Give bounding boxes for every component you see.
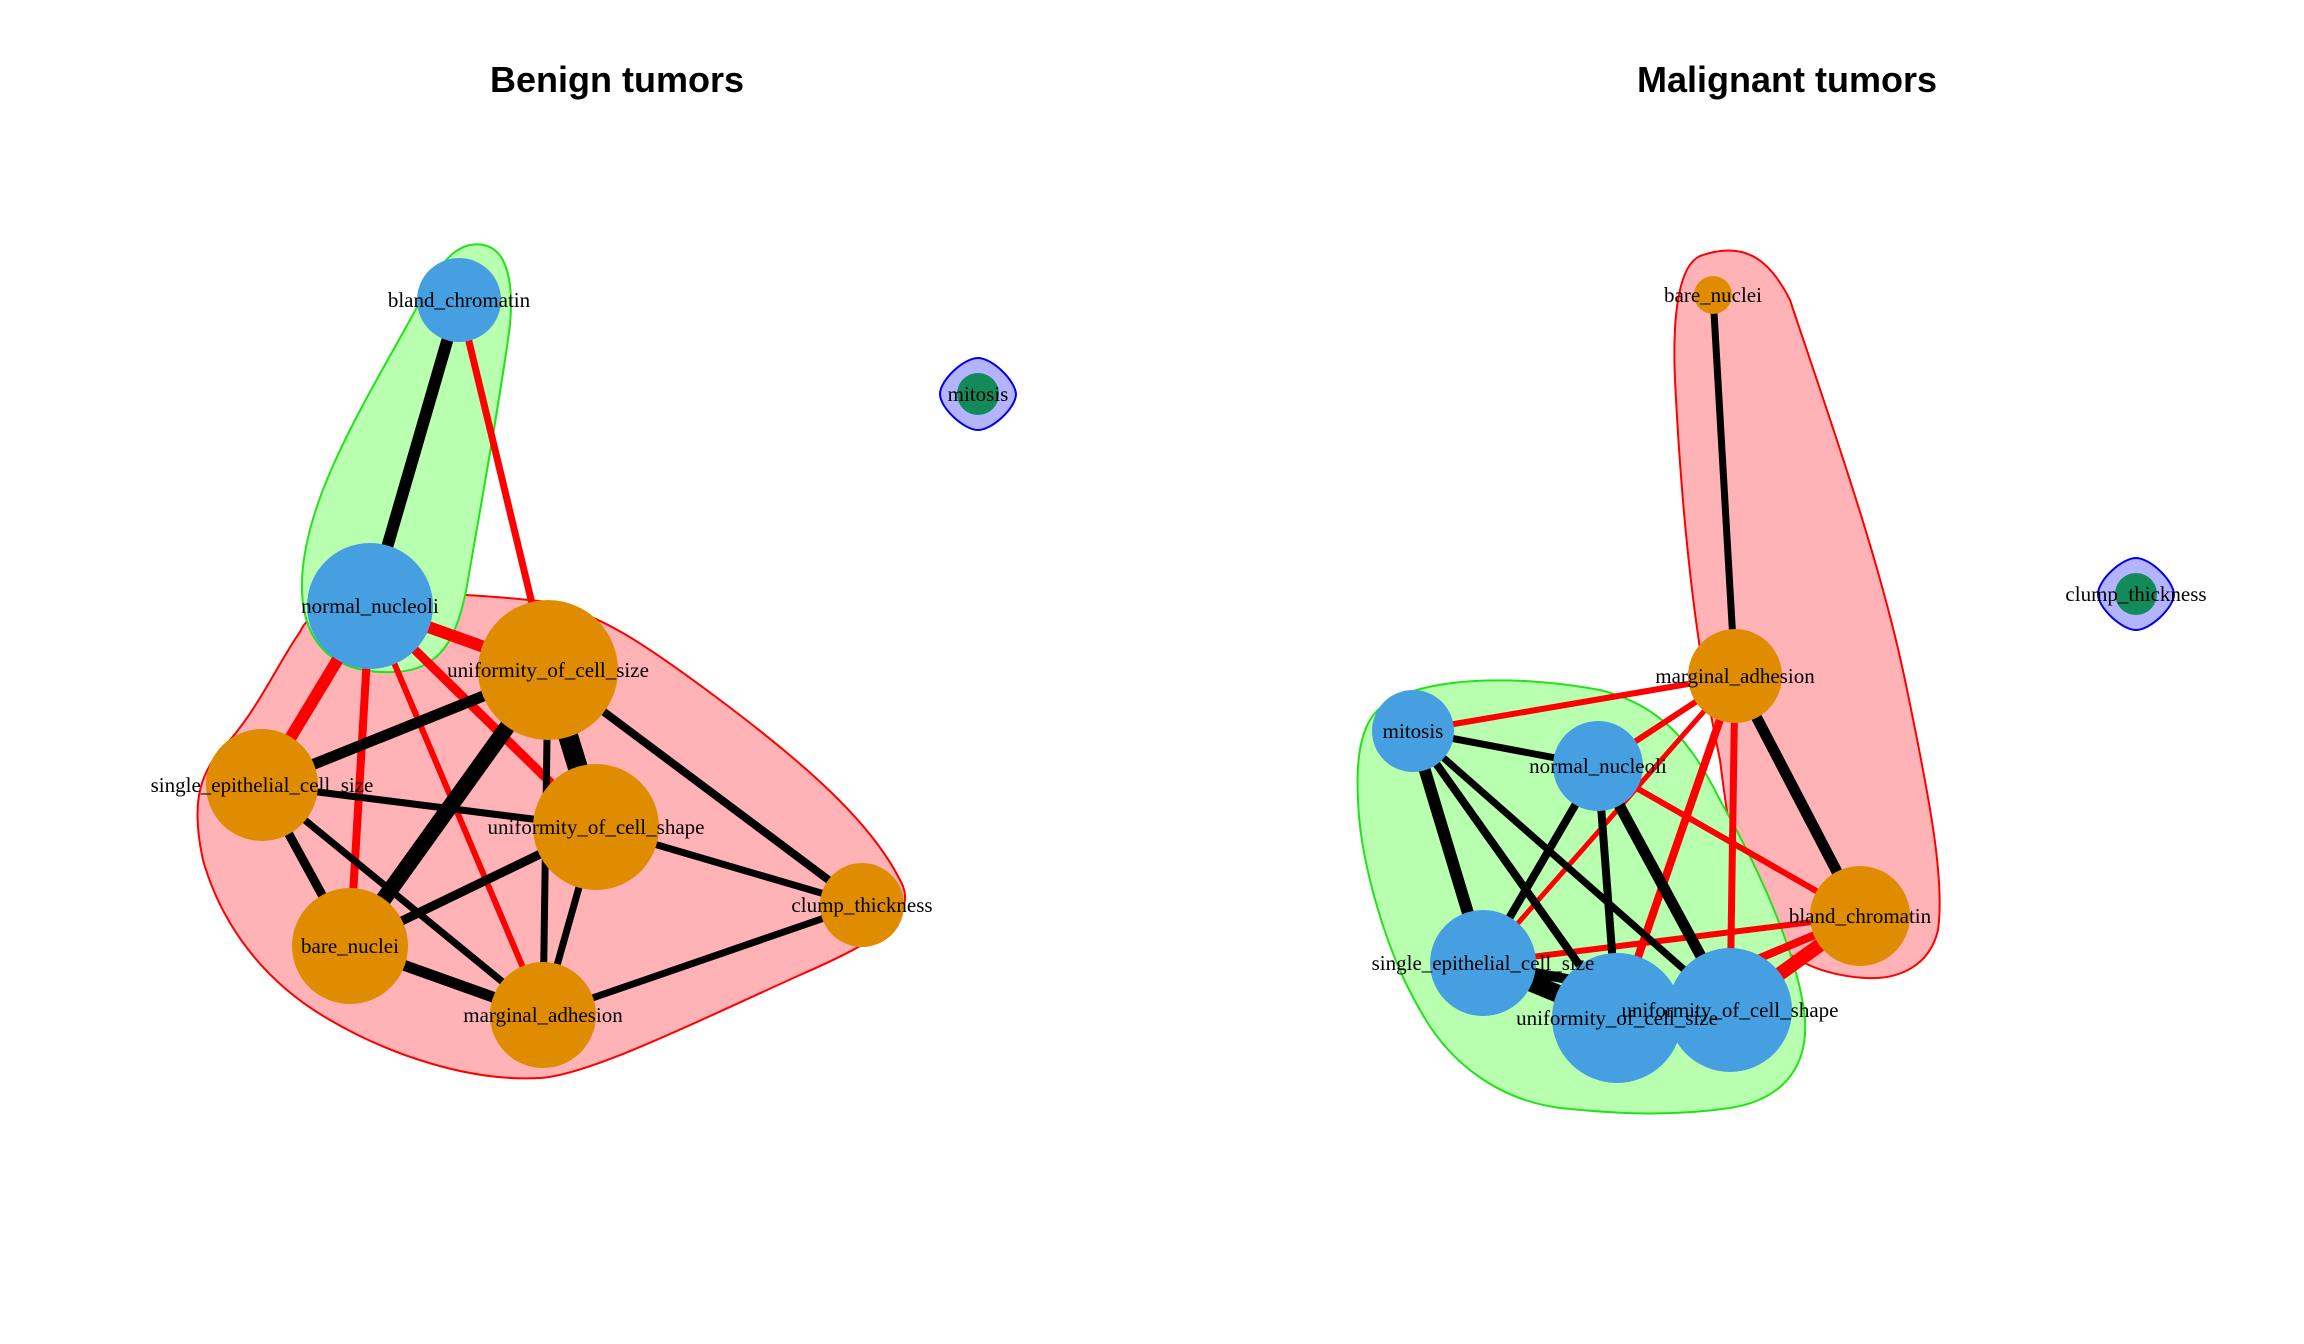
cluster-hull-red <box>1673 249 1941 980</box>
node-clump-thickness[interactable] <box>2115 573 2157 615</box>
node-label-marginal-adhesion: marginal_adhesion <box>1655 664 1815 688</box>
edge-mitosis-uniformity-of-cell-shape <box>1410 728 1733 1013</box>
node-label-uniformity-of-cell-size: uniformity_of_cell_size <box>447 658 649 682</box>
node-label-uniformity-of-cell-shape: uniformity_of_cell_shape <box>1622 998 1839 1022</box>
node-label-marginal-adhesion: marginal_adhesion <box>463 1003 623 1027</box>
node-single-epithelial-cell-size[interactable] <box>1430 910 1536 1016</box>
node-uniformity-of-cell-shape[interactable] <box>1668 948 1792 1072</box>
node-normal-nucleoli[interactable] <box>307 543 433 669</box>
node-uniformity-of-cell-shape[interactable] <box>533 764 659 890</box>
node-label-single-epithelial-cell-size: single_epithelial_cell_size <box>151 773 374 797</box>
panel-title-malignant: Malignant tumors <box>1637 59 1937 100</box>
node-label-normal-nucleoli: normal_nucleoli <box>1529 754 1667 778</box>
node-mitosis[interactable] <box>1372 690 1454 772</box>
edge-normal-nucleoli-bland-chromatin <box>1596 763 1862 919</box>
node-uniformity-of-cell-size[interactable] <box>1552 953 1682 1083</box>
node-clump-thickness[interactable] <box>820 863 904 947</box>
node-bare-nuclei[interactable] <box>292 888 408 1004</box>
node-label-clump-thickness: clump_thickness <box>791 893 932 917</box>
node-single-epithelial-cell-size[interactable] <box>206 729 318 841</box>
panel-benign: Benign tumors <box>151 59 1018 1080</box>
node-label-single-epithelial-cell-size: single_epithelial_cell_size <box>1372 951 1595 975</box>
edge-clump-thickness-marginal-adhesion <box>541 901 864 1019</box>
node-bare-nuclei[interactable] <box>1694 276 1732 314</box>
node-bland-chromatin[interactable] <box>1810 866 1910 966</box>
node-label-uniformity-of-cell-shape: uniformity_of_cell_shape <box>488 815 705 839</box>
node-marginal-adhesion[interactable] <box>490 962 596 1068</box>
node-label-mitosis: mitosis <box>1383 719 1444 743</box>
node-marginal-adhesion[interactable] <box>1688 629 1782 723</box>
edge-bare-nuclei-marginal-adhesion <box>1709 294 1739 677</box>
panel-title-benign: Benign tumors <box>490 59 744 100</box>
edge-marginal-adhesion-single-epithelial-cell-size <box>1481 674 1737 965</box>
edge-bland-chromatin-single-epithelial-cell-size <box>1482 913 1861 966</box>
node-label-bland-chromatin: bland_chromatin <box>1789 904 1932 928</box>
node-label-bland-chromatin: bland_chromatin <box>388 288 531 312</box>
edge-single-epithelial-cell-size-marginal-adhesion <box>259 782 546 1018</box>
node-label-uniformity-of-cell-size: uniformity_of_cell_size <box>1516 1006 1718 1030</box>
node-label-bare-nuclei: bare_nuclei <box>301 934 399 958</box>
node-uniformity-of-cell-size[interactable] <box>478 600 618 740</box>
node-label-clump-thickness: clump_thickness <box>2065 582 2206 606</box>
node-label-mitosis: mitosis <box>948 382 1009 406</box>
node-label-normal-nucleoli: normal_nucleoli <box>301 594 439 618</box>
edge-marginal-adhesion-mitosis <box>1412 673 1736 734</box>
node-normal-nucleoli[interactable] <box>1553 721 1643 811</box>
node-mitosis[interactable] <box>957 373 999 415</box>
node-label-bare-nuclei: bare_nuclei <box>1664 283 1762 307</box>
panel-malignant: Malignant tumors <box>1356 59 2207 1115</box>
node-bland-chromatin[interactable] <box>417 258 501 342</box>
